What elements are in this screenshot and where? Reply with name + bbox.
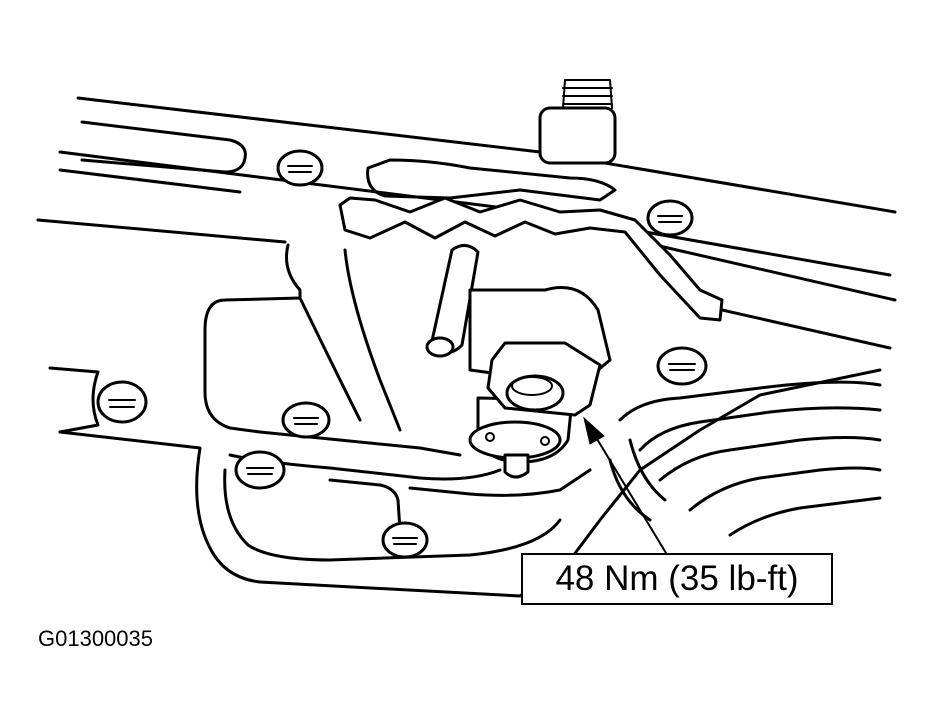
bolt-hole — [281, 401, 331, 439]
top-plunger-body — [538, 106, 617, 165]
right-passage-5 — [728, 496, 882, 537]
plate-front-right — [653, 243, 897, 302]
flange-hole-right — [540, 436, 550, 446]
right-passage-3 — [658, 436, 882, 482]
cam-lever — [338, 196, 724, 322]
right-passage-6 — [608, 438, 667, 522]
lower-body-channel-2 — [328, 478, 402, 532]
figure-code: G01300035 — [38, 626, 153, 651]
top-plunger-thread — [562, 79, 613, 109]
solenoid-flange — [468, 420, 562, 460]
bolt-holes — [96, 149, 708, 559]
hex-nut-bore — [505, 374, 565, 412]
lower-body-channel-1 — [223, 468, 562, 562]
bolt-hole — [234, 450, 286, 490]
lower-body-left-flange — [48, 366, 100, 434]
lower-body-channel-3 — [408, 468, 592, 497]
plate-right-lower — [698, 303, 892, 350]
bolt-hole — [646, 199, 694, 237]
right-passage-1 — [618, 380, 882, 422]
right-passage-2 — [638, 406, 882, 452]
leader-line — [593, 433, 667, 554]
plate-second-edge — [58, 150, 892, 277]
solenoid-tip — [503, 453, 530, 479]
bracket-outline — [203, 243, 462, 457]
pivot-pin-end — [425, 336, 455, 358]
plate-slot-left — [80, 120, 247, 174]
plate-third-edge — [58, 168, 242, 194]
bolt-hole — [276, 149, 324, 187]
hex-nut-inner — [511, 376, 553, 396]
torque-spec-label: 48 Nm (35 lb-ft) — [521, 553, 833, 605]
bolt-hole — [96, 380, 148, 424]
leader-arrowhead — [583, 416, 605, 445]
right-passage-4 — [688, 466, 882, 512]
flange-hole-left — [485, 432, 495, 442]
bolt-hole — [656, 346, 708, 386]
bracket-inner — [298, 248, 402, 432]
bolt-hole — [381, 521, 429, 559]
plate-front-edge — [36, 218, 287, 244]
cam-lever-upper — [366, 158, 617, 202]
